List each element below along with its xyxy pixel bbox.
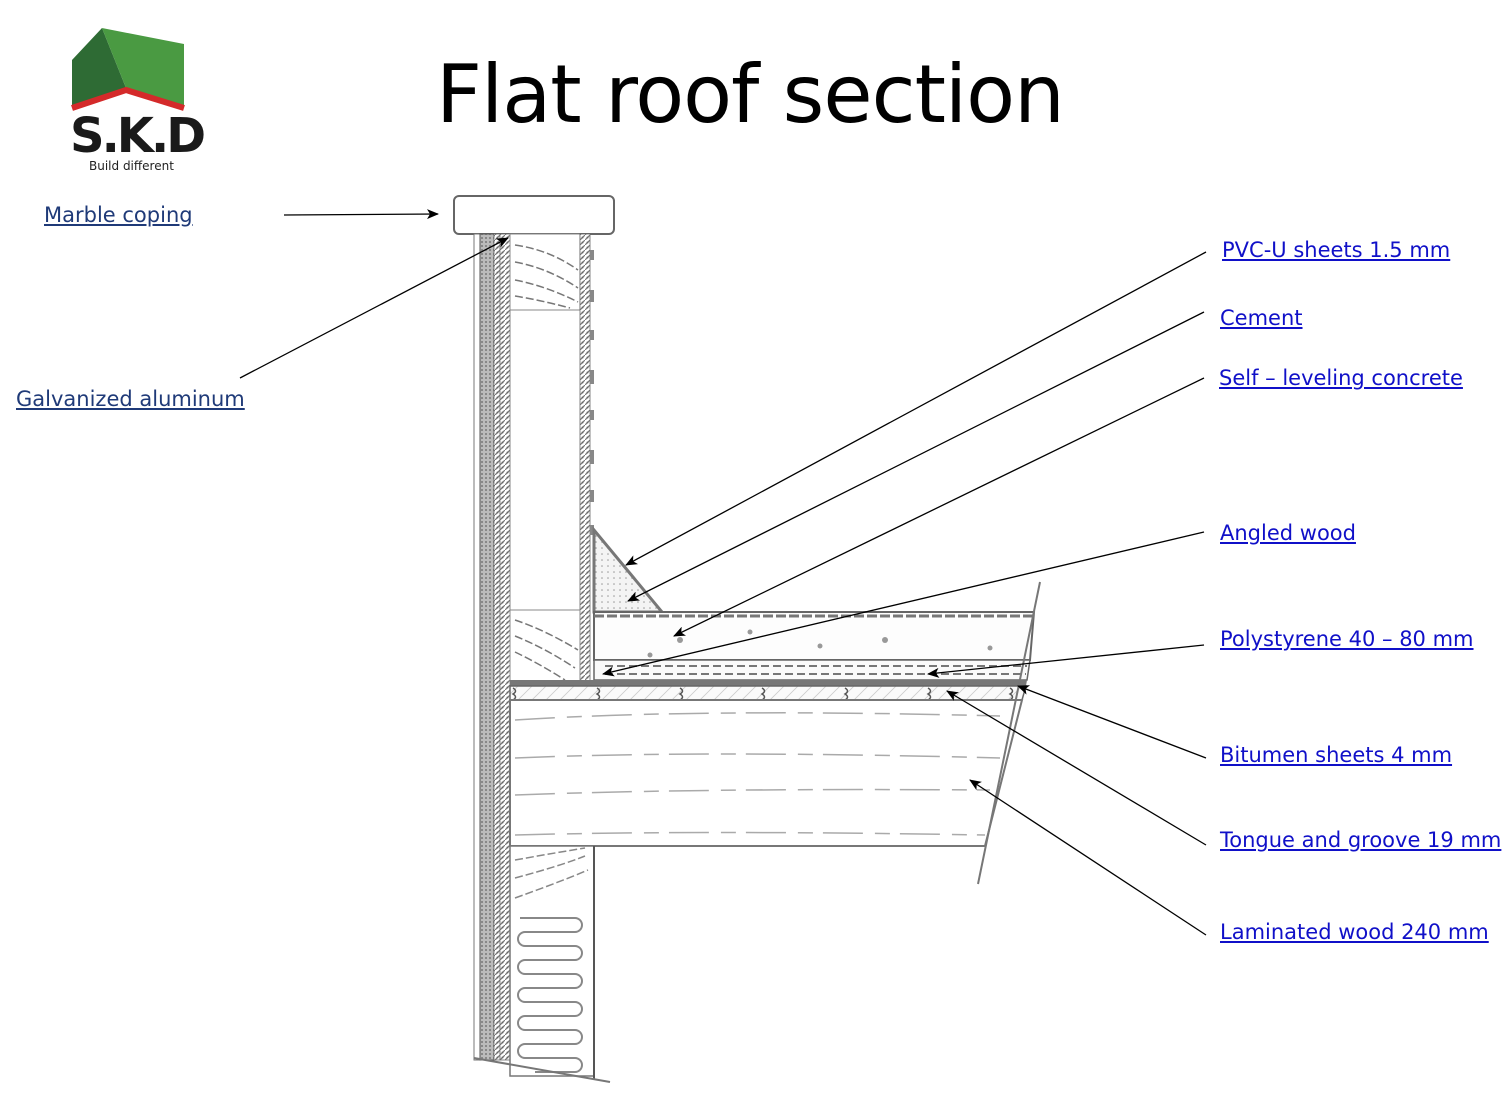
label-pvc-u-sheets[interactable]: PVC-U sheets 1.5 mm: [1222, 238, 1451, 262]
cement-fillet: [592, 525, 666, 614]
outer-cladding-layer: [473, 233, 481, 1061]
wall-inner-hatch: [499, 233, 511, 1061]
logo-brand: S.K.D: [70, 108, 206, 164]
page-title: Flat roof section: [436, 48, 1065, 141]
wall-membrane-layer: [493, 233, 501, 1061]
self-leveling-concrete-layer: [593, 611, 1036, 661]
label-laminated-wood[interactable]: Laminated wood 240 mm: [1220, 920, 1489, 944]
logo-roof-left: [72, 28, 126, 106]
marble-coping-shape: [453, 195, 615, 235]
laminated-wood-beam: [509, 699, 1024, 847]
label-cement[interactable]: Cement: [1220, 306, 1303, 330]
parapet-lower-wood: [509, 609, 581, 685]
label-galvanized-aluminum[interactable]: Galvanized aluminum: [16, 387, 245, 411]
parapet-inner-membrane: [579, 233, 591, 685]
leader-laminated-wood: [969, 779, 1207, 936]
bitumen-sheet-layer: [510, 680, 1027, 686]
label-marble-coping[interactable]: Marble coping: [44, 203, 193, 227]
tongue-and-groove-layer: [509, 685, 1027, 701]
leader-tongue-and-groove: [946, 690, 1207, 846]
label-angled-wood[interactable]: Angled wood: [1220, 521, 1356, 545]
skd-logo-roof-icon: [71, 28, 185, 111]
leader-polystyrene: [927, 644, 1205, 678]
galvanized-aluminum-layer: [479, 233, 495, 1061]
logo-ridge: [71, 86, 185, 111]
leader-angled-wood: [602, 531, 1205, 677]
leader-pvc-u-sheets: [625, 251, 1207, 566]
leader-galvanized-aluminum: [239, 237, 509, 379]
leader-self-leveling-concrete: [673, 377, 1205, 637]
leader-bitumen-sheets: [1017, 685, 1207, 759]
logo-tagline: Build different: [89, 159, 174, 173]
logo-roof-right: [102, 28, 184, 106]
break-line-bottom: [473, 1057, 611, 1083]
label-polystyrene[interactable]: Polystyrene 40 – 80 mm: [1220, 627, 1474, 651]
leader-marble-coping: [283, 209, 439, 220]
leader-cement: [627, 311, 1205, 602]
label-bitumen-sheets[interactable]: Bitumen sheets 4 mm: [1220, 743, 1453, 767]
label-tongue-and-groove[interactable]: Tongue and groove 19 mm: [1220, 828, 1502, 852]
break-line-right: [977, 581, 1041, 885]
label-self-leveling-concrete[interactable]: Self – leveling concrete: [1219, 366, 1463, 390]
